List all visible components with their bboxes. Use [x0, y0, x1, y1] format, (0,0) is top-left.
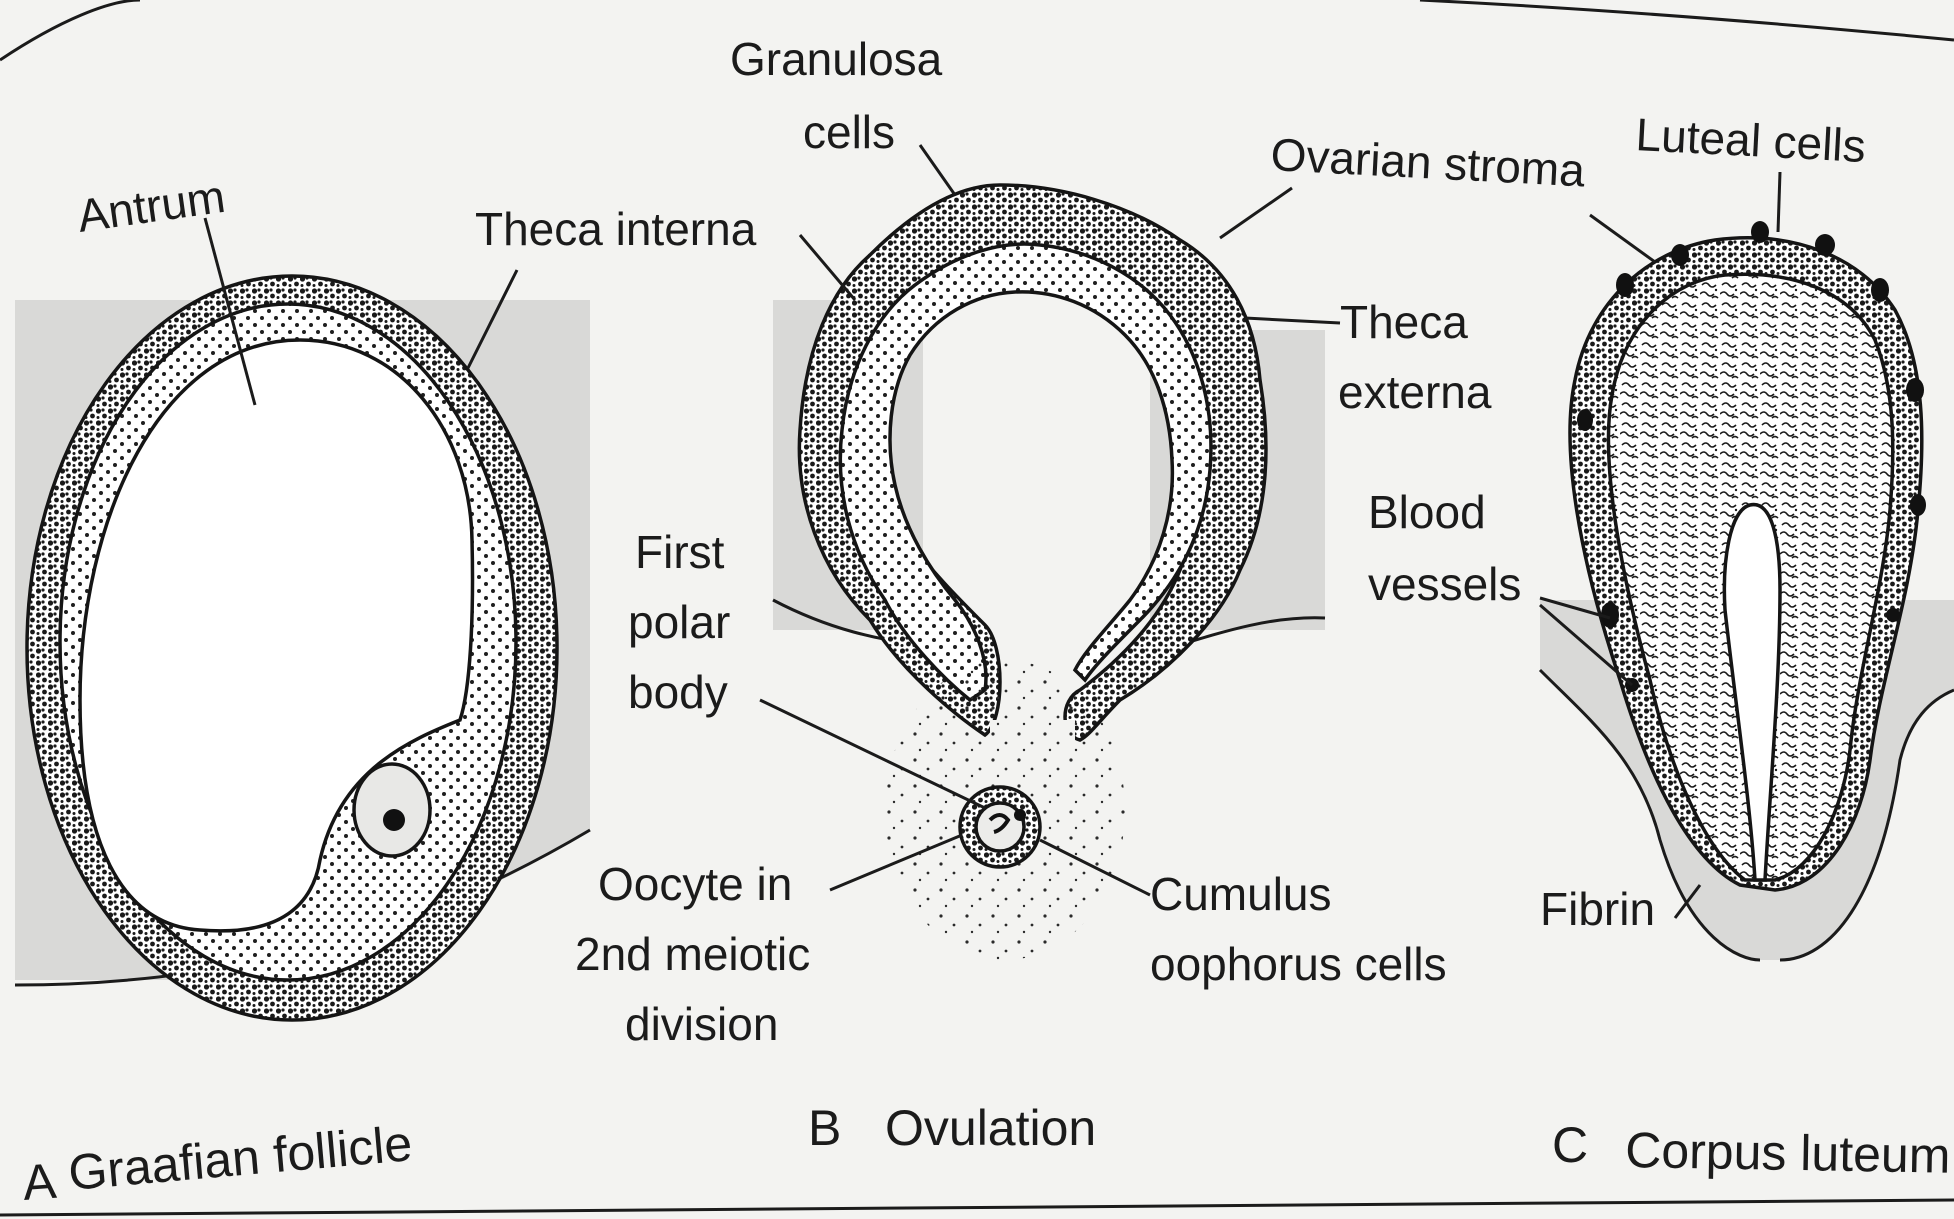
- luteal-cell: [1815, 234, 1835, 256]
- oocyte-nucleus: [383, 809, 405, 831]
- top-right-border-line: [1420, 0, 1954, 40]
- ovarian-stroma-leader-c: [1590, 215, 1655, 262]
- luteal-cell: [1577, 409, 1593, 431]
- theca-externa-label-line1: Theca: [1340, 296, 1468, 348]
- luteal-cells-label: Luteal cells: [1634, 108, 1867, 172]
- panel-c-title: Corpus luteum: [1625, 1122, 1951, 1184]
- panel-b-title: Ovulation: [885, 1100, 1096, 1156]
- ovarian-stroma-label: Ovarian stroma: [1269, 128, 1586, 196]
- luteal-cell: [1616, 273, 1634, 297]
- top-border-line: [0, 0, 140, 60]
- oocyte-label-line2: 2nd meiotic: [575, 928, 810, 980]
- panel-a-letter: A: [21, 1153, 59, 1211]
- panel-b-letter: B: [808, 1100, 841, 1156]
- panel-c-corpus-luteum: Luteal cells Blood vessels Fibrin C Corp…: [1368, 108, 1954, 1184]
- luteal-cell: [1671, 244, 1689, 266]
- cumulus-label-line1: Cumulus: [1150, 868, 1332, 920]
- bottom-border-line: [0, 1200, 1954, 1215]
- luteal-cells-leader: [1778, 172, 1780, 232]
- panel-a-title: Graafian follicle: [66, 1115, 414, 1201]
- blood-vessels-label-line1: Blood: [1368, 486, 1486, 538]
- fibrin-label: Fibrin: [1540, 883, 1655, 935]
- antrum-label: Antrum: [74, 170, 228, 242]
- blood-vessels-label-line2: vessels: [1368, 558, 1521, 610]
- blood-vessel: [1886, 608, 1900, 622]
- luteal-cell: [1871, 278, 1889, 302]
- luteal-cell: [1906, 378, 1924, 402]
- oocyte-label-line3: division: [625, 998, 778, 1050]
- theca-interna-label: Theca interna: [475, 203, 757, 255]
- first-polar-label-line3: body: [628, 666, 728, 718]
- first-polar-label-line1: First: [635, 526, 725, 578]
- luteal-cell: [1910, 494, 1926, 516]
- cumulus-label-line2: oophorus cells: [1150, 938, 1447, 990]
- theca-interna-leader-b: [800, 235, 855, 300]
- granulosa-label-line1: Granulosa: [730, 33, 943, 85]
- granulosa-label-line2: cells: [803, 106, 895, 158]
- theca-externa-leader: [1245, 318, 1340, 323]
- oocyte-label-line1: Oocyte in: [598, 858, 792, 910]
- granulosa-leader: [920, 145, 955, 195]
- theca-externa-label-line2: externa: [1338, 366, 1492, 418]
- ovarian-stroma-leader: [1220, 188, 1292, 238]
- polar-body: [1014, 809, 1026, 821]
- first-polar-label-line2: polar: [628, 596, 730, 648]
- luteal-cell: [1751, 221, 1769, 243]
- panel-c-letter: C: [1552, 1117, 1588, 1173]
